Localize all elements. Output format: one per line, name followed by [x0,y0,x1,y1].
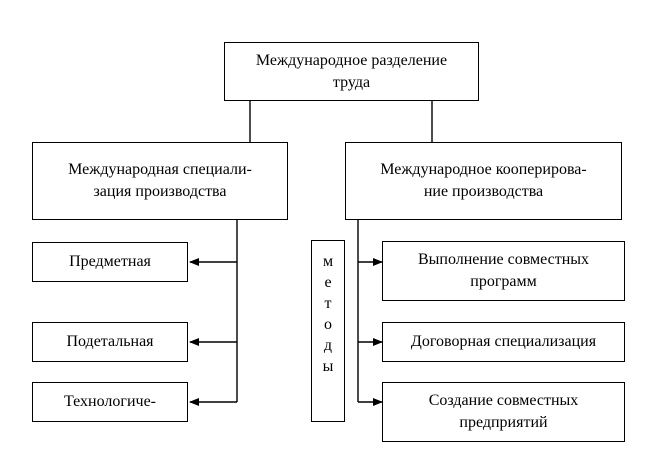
contract-specialization-box: Договорная специализация [382,322,625,362]
methods-letter: д [323,337,333,354]
tekhnologicheskaya-box: Технологиче- [32,382,188,422]
methods-letter: о [324,316,332,333]
methods-letter: м [322,253,334,270]
specialization-box: Международная специали- зация производст… [32,142,288,220]
joint-enterprises-box: Создание совместных предприятий [382,382,625,442]
joint-programs-box: Выполнение совместных программ [382,241,625,301]
podetalnaya-box: Подетальная [32,322,188,362]
methods-letter: т [324,295,332,312]
cooperation-box: Международное кооперирова- ние производс… [345,142,622,220]
root-box: Международное разделение труда [224,42,479,101]
methods-letter: е [324,274,332,291]
predmetnaya-box: Предметная [32,242,188,282]
methods-box: м е т о д ы [311,240,345,422]
methods-letter: ы [322,358,334,375]
